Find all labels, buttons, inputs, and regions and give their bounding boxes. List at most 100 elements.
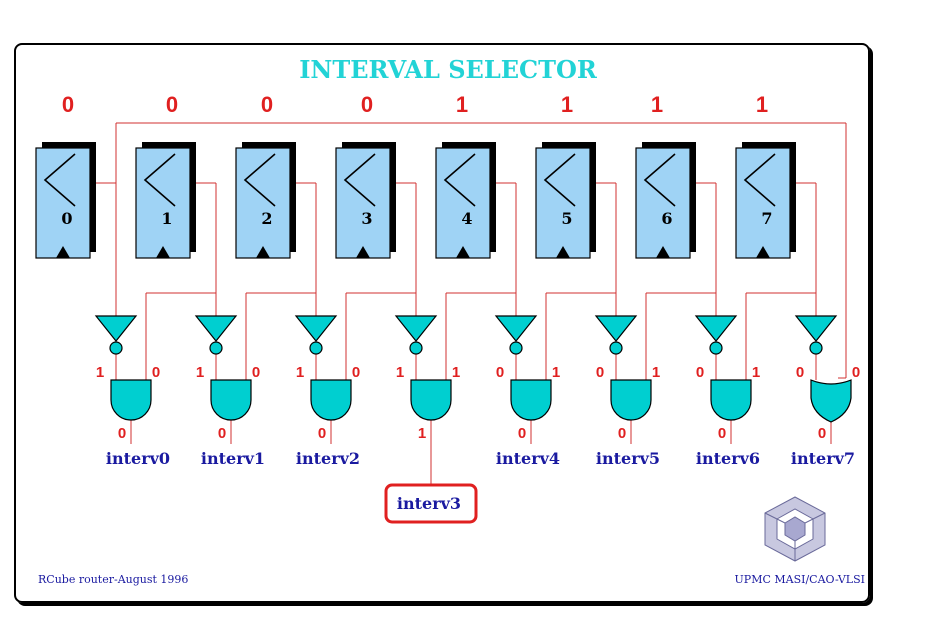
clock-triangle <box>756 246 770 258</box>
gate-output-bit: 0 <box>718 425 726 442</box>
diagram-frame <box>14 43 870 603</box>
and-gate <box>510 379 552 421</box>
footer-right: UPMC MASI/CAO-VLSI <box>735 573 865 586</box>
gate-output-bit: 0 <box>318 425 326 442</box>
gate-left-input-bit: 1 <box>96 364 104 381</box>
less-than-symbol <box>143 153 176 207</box>
register-index: 6 <box>661 209 672 228</box>
top-bit-value: 0 <box>62 92 74 117</box>
inverter-bubble <box>509 341 523 355</box>
less-than-symbol <box>343 153 376 207</box>
gate-right-input-bit: 0 <box>152 364 160 381</box>
gate-right-input-bit: 0 <box>852 364 860 381</box>
comparator-register <box>35 147 91 259</box>
clock-triangle <box>656 246 670 258</box>
gate-output-bit: 0 <box>618 425 626 442</box>
gate-output-bit: 0 <box>818 425 826 442</box>
gate-right-input-bit: 1 <box>552 364 560 381</box>
top-bit-value: 0 <box>361 92 373 117</box>
selected-signal-name: interv3 <box>397 494 461 513</box>
inverter-gate <box>294 315 338 342</box>
register-index: 4 <box>461 209 472 228</box>
top-bit-value: 1 <box>561 92 573 117</box>
gate-output-bit: 0 <box>218 425 226 442</box>
or-gate <box>810 379 852 423</box>
gate-left-input-bit: 0 <box>796 364 804 381</box>
comparator-register <box>235 147 291 259</box>
inverter-gate <box>94 315 138 342</box>
inverter-gate <box>694 315 738 342</box>
gate-right-input-bit: 1 <box>652 364 660 381</box>
clock-triangle <box>556 246 570 258</box>
inverter-bubble <box>709 341 723 355</box>
comparator-register <box>735 147 791 259</box>
and-gate <box>710 379 752 421</box>
less-than-symbol <box>543 153 576 207</box>
comparator-register <box>435 147 491 259</box>
gate-right-input-bit: 1 <box>452 364 460 381</box>
gate-output-bit: 0 <box>518 425 526 442</box>
less-than-symbol <box>243 153 276 207</box>
top-bit-value: 1 <box>456 92 468 117</box>
footer-left: RCube router-August 1996 <box>38 573 188 586</box>
inverter-gate <box>594 315 638 342</box>
gate-right-input-bit: 0 <box>352 364 360 381</box>
diagram-title: INTERVAL SELECTOR <box>299 55 598 84</box>
signal-name-interv4: interv4 <box>496 449 560 468</box>
comparator-register <box>535 147 591 259</box>
top-bit-value: 0 <box>166 92 178 117</box>
and-gate <box>310 379 352 421</box>
gate-output-bit: 0 <box>118 425 126 442</box>
gate-right-input-bit: 0 <box>252 364 260 381</box>
inverter-gate <box>794 315 838 342</box>
register-index: 3 <box>361 209 372 228</box>
top-bit-value: 1 <box>756 92 768 117</box>
register-index: 0 <box>61 209 72 228</box>
inverter-bubble <box>309 341 323 355</box>
register-index: 2 <box>261 209 272 228</box>
clock-triangle <box>156 246 170 258</box>
inverter-bubble <box>609 341 623 355</box>
gate-left-input-bit: 1 <box>396 364 404 381</box>
clock-triangle <box>256 246 270 258</box>
signal-name-interv2: interv2 <box>296 449 360 468</box>
gate-output-bit: 1 <box>418 425 426 442</box>
comparator-register <box>635 147 691 259</box>
gate-right-input-bit: 1 <box>752 364 760 381</box>
top-bit-value: 0 <box>261 92 273 117</box>
and-gate <box>110 379 152 421</box>
comparator-register <box>135 147 191 259</box>
register-index: 7 <box>761 209 772 228</box>
and-gate <box>210 379 252 421</box>
clock-triangle <box>456 246 470 258</box>
gate-left-input-bit: 0 <box>596 364 604 381</box>
inverter-gate <box>394 315 438 342</box>
inverter-gate <box>494 315 538 342</box>
gate-left-input-bit: 1 <box>296 364 304 381</box>
inverter-bubble <box>809 341 823 355</box>
less-than-symbol <box>43 153 76 207</box>
register-index: 5 <box>561 209 572 228</box>
signal-name-interv6: interv6 <box>696 449 760 468</box>
and-gate <box>610 379 652 421</box>
selected-signal-box <box>384 483 478 524</box>
comparator-register <box>335 147 391 259</box>
less-than-symbol <box>743 153 776 207</box>
inverter-bubble <box>109 341 123 355</box>
gate-left-input-bit: 0 <box>496 364 504 381</box>
gate-left-input-bit: 1 <box>196 364 204 381</box>
and-gate <box>410 379 452 421</box>
signal-name-interv5: interv5 <box>596 449 660 468</box>
clock-triangle <box>356 246 370 258</box>
inverter-gate <box>194 315 238 342</box>
inverter-bubble <box>209 341 223 355</box>
inverter-bubble <box>409 341 423 355</box>
clock-triangle <box>56 246 70 258</box>
less-than-symbol <box>443 153 476 207</box>
signal-name-interv7: interv7 <box>791 449 855 468</box>
less-than-symbol <box>643 153 676 207</box>
signal-name-interv0: interv0 <box>106 449 170 468</box>
top-bit-value: 1 <box>651 92 663 117</box>
wireframe-cube-logo-icon <box>764 496 826 562</box>
